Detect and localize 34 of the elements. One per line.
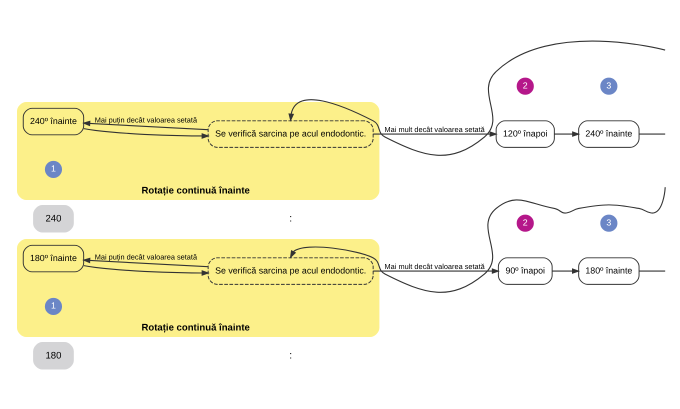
node-circle: 2 (516, 77, 534, 94)
arrow (84, 128, 210, 138)
node-box: 90º înapoi (498, 256, 553, 284)
node-box: 240 (33, 204, 74, 232)
node-circle: 3 (600, 77, 618, 94)
node-box: 240º înainte (22, 107, 84, 135)
arrow (82, 257, 208, 267)
node-circle: 1 (44, 297, 62, 315)
node-box: Se verifică sarcina pe acul endodontic. (208, 256, 374, 284)
label: : (289, 213, 292, 224)
arrow (554, 130, 580, 136)
node-box: 120º înapoi (496, 120, 555, 148)
edge-label: Mai mult decât valoarea setată (384, 261, 485, 270)
arrow (373, 130, 498, 136)
label: : (289, 350, 292, 362)
arrow (373, 268, 500, 274)
node-box: 180º înainte (578, 256, 640, 284)
edge-label: Mai puțin decât valoarea setată (94, 114, 198, 124)
edge-label: Mai puțin decât valoarea setată (94, 252, 198, 261)
arrow (84, 264, 210, 276)
connector (639, 133, 666, 134)
arrow (288, 40, 666, 156)
arrow (82, 120, 208, 130)
arrow (290, 186, 666, 292)
node-box: 180 (33, 342, 74, 370)
node-circle: 3 (600, 214, 618, 232)
node-box: 240º înainte (578, 120, 640, 148)
node-circle: 2 (516, 214, 534, 232)
node-box: 180º înainte (22, 244, 84, 272)
arrow (552, 268, 580, 274)
connector (639, 270, 666, 272)
edge-label: Mai mult decât valoarea setată (384, 124, 485, 134)
node-box: Se verifică sarcina pe acul endodontic. (208, 120, 374, 148)
node-circle: 1 (44, 160, 62, 178)
